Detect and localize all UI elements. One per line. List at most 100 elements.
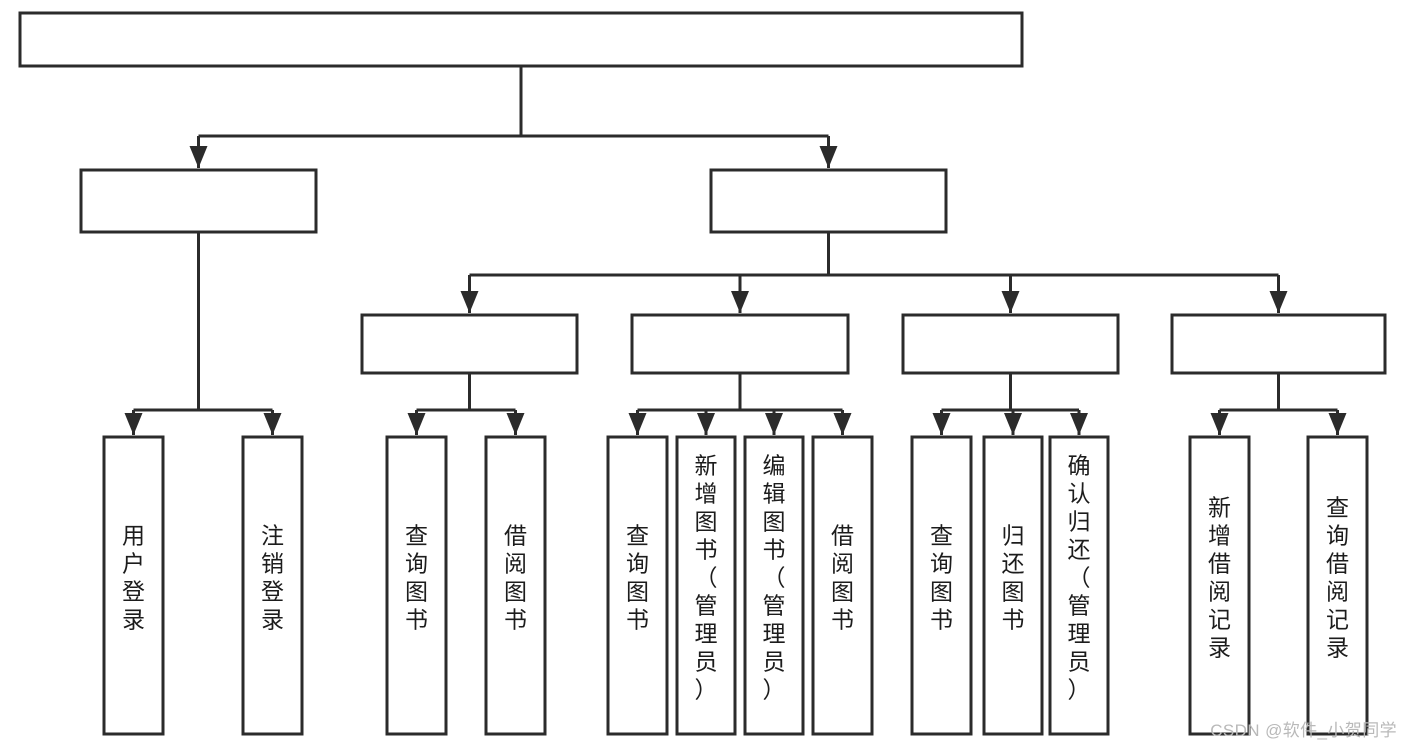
node-leaf-6-编辑图书管理员-label-char: ） <box>763 677 786 703</box>
node-leaf-10-确认归还管理员-label-char: 还 <box>1068 537 1091 563</box>
node-leaf-10-确认归还管理员-label-char: 理 <box>1068 621 1091 647</box>
node-leaf-2-查询图书-label-char: 书 <box>405 607 428 633</box>
node-leaf-6-编辑图书管理员-label-char: 编 <box>763 453 786 479</box>
arrow-head-icon-l2-0 <box>189 146 208 168</box>
node-leaf-4-查询图书[interactable]: 查询图书查询图书 <box>606 435 669 736</box>
arrow-head-icon-leaf-0-1 <box>263 413 282 435</box>
node-leaf-9-归还图书-label-char: 图 <box>1002 579 1025 605</box>
node-leaf-1-注销登录-label-char: 录 <box>261 607 284 633</box>
node-leaf-10-确认归还管理员-label-char: 管 <box>1068 593 1091 619</box>
arrow-head-icon-l3-0 <box>460 291 479 313</box>
node-leaf-5-新增图书管理员-label-char: 书 <box>695 537 718 563</box>
node-leaf-12-查询借阅记录-label-char: 查 <box>1326 495 1349 521</box>
arrow-head-icon-l3-3 <box>1269 291 1288 313</box>
node-leaf-7-借阅图书-box <box>811 435 874 736</box>
node-leaf-6-编辑图书管理员-label-char: 员 <box>763 649 786 675</box>
node-leaf-2-查询图书-label-char: 询 <box>405 551 428 577</box>
node-l3-新书推荐-box <box>360 313 579 375</box>
node-l3-借阅记录[interactable] <box>1170 313 1387 375</box>
node-l3-借阅记录-box <box>1170 313 1387 375</box>
arrow-head-icon-leaf-3-2 <box>1070 413 1088 435</box>
node-leaf-12-查询借阅记录-label-char: 询 <box>1326 523 1349 549</box>
node-leaf-8-查询图书-label-char: 询 <box>930 551 953 577</box>
node-layer: 用户登录用户登录注销登录注销登录查询图书查询图书借阅图书借阅图书查询图书查询图书… <box>18 11 1387 736</box>
arrow-head-icon-l3-2 <box>1001 291 1020 313</box>
node-leaf-6-编辑图书管理员-label-char: （ <box>763 565 786 591</box>
node-leaf-7-借阅图书[interactable]: 借阅图书借阅图书 <box>811 435 874 736</box>
node-leaf-5-新增图书管理员-box <box>675 435 737 736</box>
arrow-head-icon-leaf-3-0 <box>932 413 951 435</box>
node-leaf-12-查询借阅记录-label-char: 录 <box>1326 635 1349 661</box>
node-leaf-4-查询图书-label-char: 书 <box>626 607 649 633</box>
arrow-head-icon-leaf-2-3 <box>833 413 852 435</box>
node-leaf-3-借阅图书-label-char: 书 <box>504 607 527 633</box>
node-leaf-3-借阅图书[interactable]: 借阅图书借阅图书 <box>484 435 547 736</box>
node-leaf-11-新增借阅记录-label-char: 记 <box>1208 607 1231 633</box>
node-leaf-0-用户登录-label-char: 用 <box>122 523 145 549</box>
node-leaf-1-注销登录-box <box>241 435 304 736</box>
node-leaf-8-查询图书-label-char: 查 <box>930 523 953 549</box>
node-leaf-5-新增图书管理员-label-char: （ <box>695 565 718 591</box>
node-leaf-6-编辑图书管理员-label-char: 辑 <box>763 481 786 507</box>
node-l2-用户登录-box <box>79 168 318 234</box>
node-leaf-5-新增图书管理员-label-char: 管 <box>695 593 718 619</box>
node-leaf-10-确认归还管理员-label-char: ） <box>1068 677 1091 703</box>
node-leaf-3-借阅图书-label-char: 阅 <box>504 551 527 577</box>
node-l3-新书推荐[interactable] <box>360 313 579 375</box>
node-root-图书管理系统-box <box>18 11 1024 68</box>
node-leaf-0-用户登录[interactable]: 用户登录用户登录 <box>102 435 165 736</box>
node-l3-当前借阅[interactable] <box>901 313 1120 375</box>
arrow-head-icon-l2-1 <box>819 146 838 168</box>
node-leaf-12-查询借阅记录-box <box>1306 435 1369 736</box>
node-leaf-11-新增借阅记录-box <box>1188 435 1251 736</box>
node-root-图书管理系统[interactable] <box>18 11 1024 68</box>
node-leaf-8-查询图书[interactable]: 查询图书查询图书 <box>910 435 973 736</box>
arrow-head-icon-leaf-1-1 <box>506 413 525 435</box>
node-leaf-11-新增借阅记录-label-char: 录 <box>1208 635 1231 661</box>
node-leaf-3-借阅图书-label-char: 图 <box>504 579 527 605</box>
node-leaf-3-借阅图书-label-char: 借 <box>504 523 527 549</box>
node-leaf-7-借阅图书-label-char: 图 <box>831 579 854 605</box>
node-l3-图书借阅[interactable] <box>630 313 850 375</box>
node-leaf-0-用户登录-label-char: 户 <box>122 551 145 577</box>
node-leaf-5-新增图书管理员-label-char: 员 <box>695 649 718 675</box>
node-leaf-4-查询图书-label-char: 图 <box>626 579 649 605</box>
node-leaf-11-新增借阅记录-label-char: 新 <box>1208 495 1231 521</box>
node-leaf-0-用户登录-box <box>102 435 165 736</box>
node-leaf-10-确认归还管理员-label-char: 归 <box>1068 509 1091 535</box>
node-leaf-5-新增图书管理员-label-char: ） <box>695 677 718 703</box>
node-leaf-12-查询借阅记录-label-char: 记 <box>1326 607 1349 633</box>
node-leaf-10-确认归还管理员-label-char: （ <box>1068 565 1091 591</box>
node-leaf-12-查询借阅记录-label-char: 借 <box>1326 551 1349 577</box>
node-leaf-8-查询图书-label-char: 图 <box>930 579 953 605</box>
node-leaf-1-注销登录[interactable]: 注销登录注销登录 <box>241 435 304 736</box>
node-leaf-7-借阅图书-label-char: 借 <box>831 523 854 549</box>
node-leaf-2-查询图书-label-char: 查 <box>405 523 428 549</box>
node-leaf-12-查询借阅记录[interactable]: 查询借阅记录查询借阅记录 <box>1306 435 1369 736</box>
node-l2-图书管理[interactable] <box>709 168 948 234</box>
node-leaf-10-确认归还管理员-label-char: 确 <box>1068 453 1091 479</box>
arrow-head-icon-l3-1 <box>731 291 749 313</box>
node-leaf-11-新增借阅记录-label-char: 阅 <box>1208 579 1231 605</box>
node-leaf-5-新增图书管理员-label-char: 新 <box>695 453 718 479</box>
node-leaf-9-归还图书-box <box>982 435 1044 736</box>
node-l2-用户登录[interactable] <box>79 168 318 234</box>
node-leaf-11-新增借阅记录-label-char: 增 <box>1208 523 1231 549</box>
node-leaf-1-注销登录-label-char: 登 <box>261 579 284 605</box>
node-leaf-8-查询图书-label-char: 书 <box>930 607 953 633</box>
node-leaf-9-归还图书[interactable]: 归还图书归还图书 <box>982 435 1044 736</box>
node-leaf-4-查询图书-label-char: 询 <box>626 551 649 577</box>
arrow-head-icon-leaf-4-1 <box>1328 413 1347 435</box>
node-leaf-5-新增图书管理员-label-char: 理 <box>695 621 718 647</box>
node-l3-当前借阅-box <box>901 313 1120 375</box>
node-leaf-2-查询图书[interactable]: 查询图书查询图书 <box>385 435 448 736</box>
node-leaf-11-新增借阅记录-label-char: 借 <box>1208 551 1231 577</box>
node-leaf-11-新增借阅记录[interactable]: 新增借阅记录新增借阅记录 <box>1188 435 1251 736</box>
arrow-head-icon-leaf-2-1 <box>697 413 715 435</box>
node-leaf-6-编辑图书管理员-label-char: 图 <box>763 509 786 535</box>
